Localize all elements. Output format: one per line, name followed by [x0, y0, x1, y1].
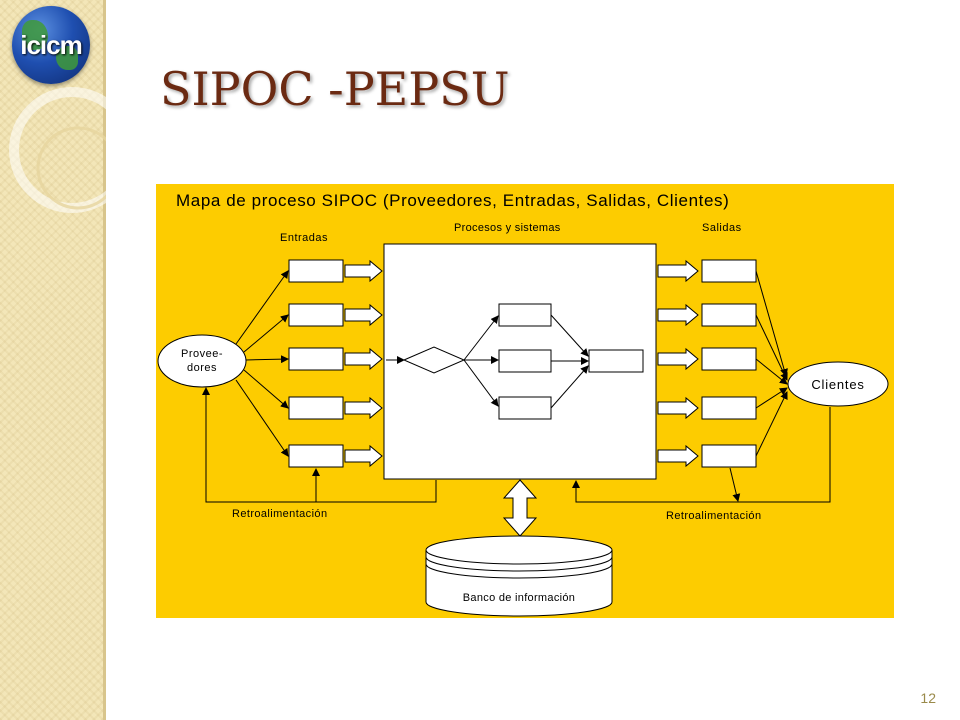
proveedores-label-line1: Provee- — [181, 348, 223, 360]
label-procesos: Procesos y sistemas — [454, 222, 561, 234]
output-box — [701, 444, 757, 468]
input-box — [288, 303, 344, 327]
customer-connector — [755, 270, 788, 377]
sipoc-diagram-panel: Mapa de proceso SIPOC (Proveedores, Entr… — [156, 184, 894, 618]
clientes-label: Clientes — [811, 377, 864, 392]
customer-connector — [755, 314, 788, 381]
feedback-branch-right — [729, 467, 741, 502]
supplier-connector — [243, 369, 289, 409]
label-entradas: Entradas — [280, 232, 328, 244]
supplier-connector — [243, 314, 289, 353]
database-label: Banco de información — [463, 592, 575, 604]
globe-land-icon — [22, 20, 48, 50]
decorative-rings — [9, 87, 106, 213]
fat-arrow-icon — [344, 347, 383, 371]
output-box — [701, 396, 757, 420]
proveedores-label-line2: dores — [187, 362, 217, 374]
feedback-loop-left — [202, 387, 437, 503]
sipoc-diagram: Mapa de proceso SIPOC (Proveedores, Entr… — [157, 191, 889, 617]
flow-line — [550, 365, 589, 409]
supplier-connector — [235, 270, 289, 345]
database-cylinder — [425, 535, 613, 617]
globe-land-icon — [56, 46, 78, 70]
slide-sidebar: icicm — [0, 0, 106, 720]
customer-connector — [755, 391, 788, 457]
fat-arrow-icon — [344, 444, 383, 468]
input-fat-arrows — [344, 259, 383, 468]
fat-arrow-icon — [344, 303, 383, 327]
input-box — [288, 347, 344, 371]
customer-connector — [755, 387, 788, 409]
output-fat-arrows — [657, 259, 699, 468]
supplier-connector — [235, 379, 289, 457]
flow-line — [463, 359, 499, 407]
output-box — [701, 347, 757, 371]
page-number: 12 — [920, 690, 936, 706]
supplier-connector — [245, 355, 289, 364]
fat-arrow-icon — [657, 396, 699, 420]
ring-small — [36, 126, 106, 210]
process-result-box — [588, 349, 644, 373]
input-box — [288, 259, 344, 283]
feedback-loop-right — [572, 407, 831, 503]
process-step-box — [498, 396, 552, 420]
process-step-box — [498, 349, 552, 373]
input-box — [288, 444, 344, 468]
fat-arrow-icon — [657, 303, 699, 327]
process-step-box — [498, 303, 552, 327]
ring-large — [9, 87, 106, 213]
fat-arrow-icon — [657, 259, 699, 283]
clientes-node — [787, 361, 889, 407]
flow-line — [550, 314, 589, 357]
label-retro-left: Retroalimentación — [232, 508, 327, 520]
diagram-title: Mapa de proceso SIPOC (Proveedores, Entr… — [176, 191, 729, 210]
icicm-globe-logo: icicm — [12, 6, 90, 84]
output-box — [701, 259, 757, 283]
customer-connector — [755, 358, 788, 385]
input-box — [288, 396, 344, 420]
logo-text: icicm — [20, 30, 83, 60]
proveedores-node — [157, 334, 247, 388]
fat-arrow-icon — [344, 396, 383, 420]
flow-line — [463, 315, 499, 361]
fat-arrow-icon — [657, 444, 699, 468]
fat-arrow-icon — [657, 347, 699, 371]
label-salidas: Salidas — [702, 222, 742, 234]
double-arrow-icon — [502, 479, 538, 537]
page-title: SIPOC -PEPSU — [160, 62, 510, 116]
fat-arrow-icon — [344, 259, 383, 283]
label-retro-right: Retroalimentación — [666, 510, 761, 522]
output-box — [701, 303, 757, 327]
